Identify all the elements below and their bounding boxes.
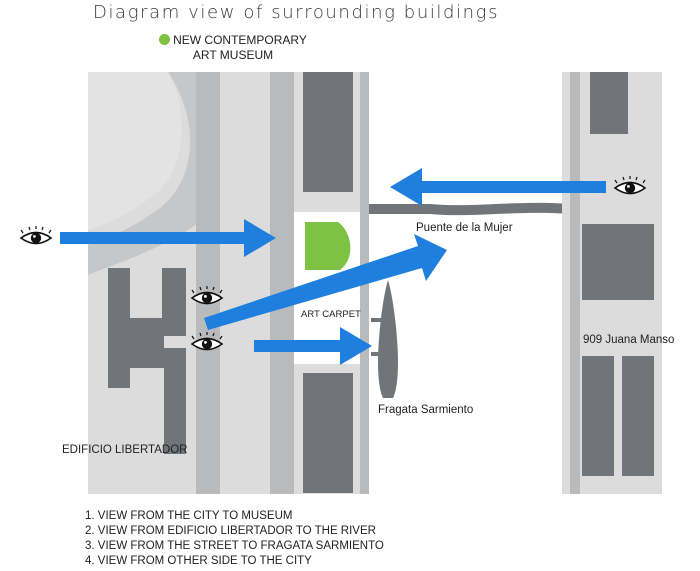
right-block — [562, 72, 662, 494]
diagram-title: Diagram view of surrounding buildings — [93, 2, 500, 23]
arrow-view-2 — [204, 234, 447, 330]
avenue — [270, 72, 294, 494]
legend-item: 3. VIEW FROM THE STREET TO FRAGATA SARMI… — [85, 540, 384, 552]
building-right-south-a — [582, 356, 614, 476]
museum-marker-icon — [159, 34, 171, 45]
legend-item: 4. VIEW FROM OTHER SIDE TO THE CITY — [85, 555, 312, 567]
bridge — [369, 202, 570, 216]
museum-label: NEW CONTEMPORARY ART MUSEUM — [153, 33, 313, 63]
museum-label-line2: ART MUSEUM — [192, 48, 274, 62]
museum-label-line1: NEW CONTEMPORARY — [173, 33, 307, 47]
left-block — [88, 72, 294, 494]
view-arrows — [60, 168, 606, 365]
building-right-top — [590, 72, 628, 134]
art-carpet-label: ART CARPET — [301, 309, 361, 320]
legend-item: 1. VIEW FROM THE CITY TO MUSEUM — [85, 510, 293, 522]
legend-item: 2. VIEW FROM EDIFICIO LIBERTADOR TO THE … — [85, 525, 376, 537]
museum-footprint — [305, 222, 351, 270]
street-left — [196, 72, 220, 494]
arrow-view-4 — [390, 168, 606, 206]
edificio-libertador-building — [108, 268, 186, 454]
arrow-view-3 — [254, 327, 372, 365]
legend: 1. VIEW FROM THE CITY TO MUSEUM 2. VIEW … — [85, 509, 384, 569]
building-right-south-b — [622, 356, 654, 476]
ship — [378, 280, 398, 398]
building-south — [303, 373, 353, 493]
bridge-label: Puente de la Mujer — [416, 222, 513, 234]
eye-icon — [20, 225, 52, 245]
park-area — [88, 72, 182, 230]
arrow-view-1 — [60, 219, 276, 257]
ship-label: Fragata Sarmiento — [378, 404, 474, 416]
building-909-juana-manso — [582, 224, 654, 300]
curved-road — [88, 72, 200, 275]
building-left-label: EDIFICIO LIBERTADOR — [62, 444, 188, 456]
building-right-label: 909 Juana Manso — [583, 334, 675, 346]
building-north — [303, 72, 353, 192]
